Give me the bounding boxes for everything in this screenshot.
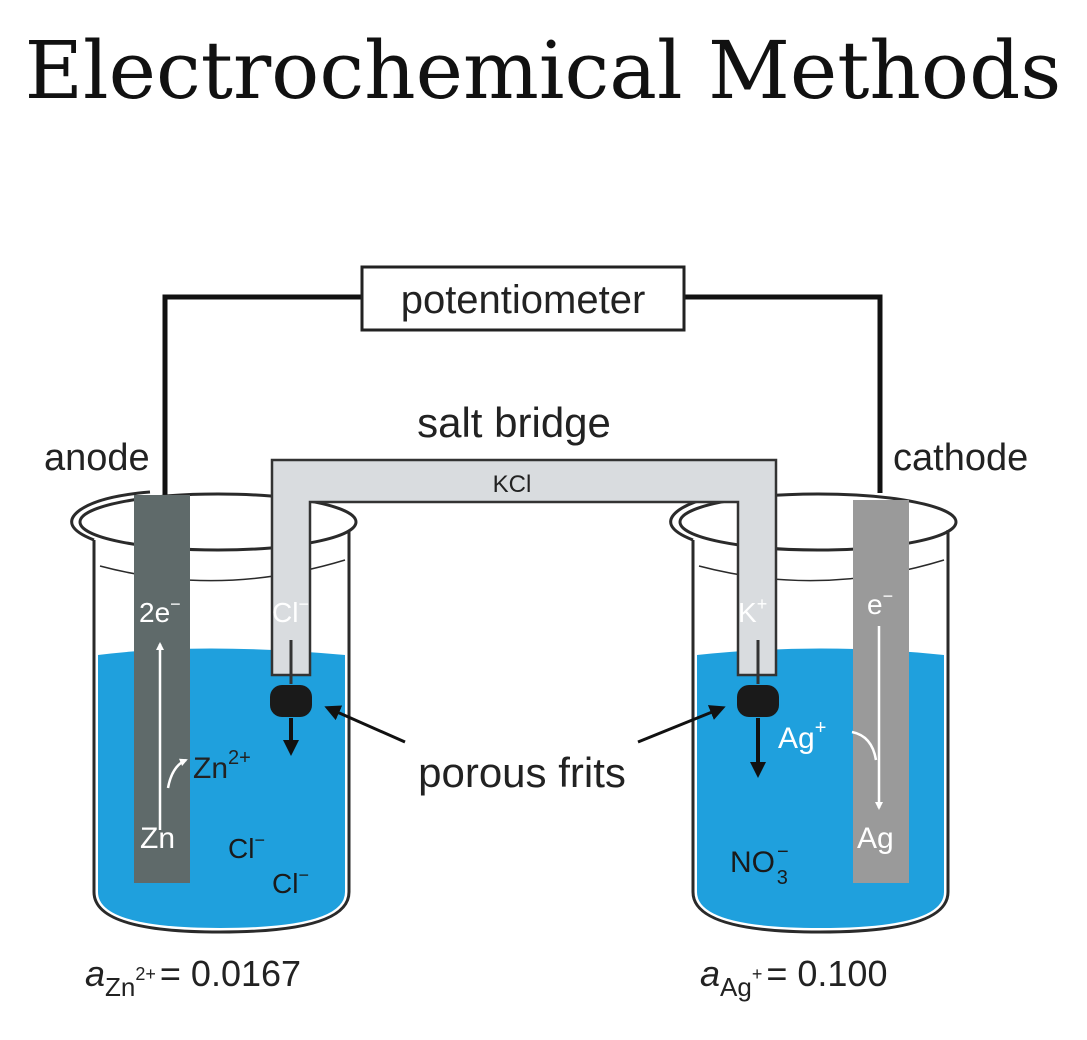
cathode-activity-label: aAg+= 0.100	[700, 953, 887, 1002]
anode-porous-frit	[270, 685, 312, 717]
cathode-anion-label: NO−3	[730, 841, 789, 889]
cathode-porous-frit	[737, 685, 779, 717]
anode-anion-2: Cl−	[272, 865, 309, 899]
anode-bridge-ion-label: Cl−	[272, 594, 309, 628]
anode-anion-1: Cl−	[228, 830, 265, 864]
anode-electrode	[134, 495, 190, 883]
anode-electron-label: 2e−	[139, 594, 181, 628]
cathode-ion-label: Ag+	[778, 717, 826, 755]
salt-bridge: KCl salt bridge	[270, 399, 778, 677]
porous-frits-pointer-left	[324, 705, 406, 744]
cathode-label: cathode	[893, 437, 1028, 479]
anode-wire	[162, 294, 362, 507]
potentiometer-label: potentiometer	[401, 278, 646, 322]
anode-ion-label: Zn2+	[193, 747, 251, 785]
kcl-label: KCl	[493, 471, 532, 498]
salt-bridge-label: salt bridge	[417, 399, 611, 446]
cathode-electrode	[853, 500, 909, 883]
anode-metal-label: Zn	[140, 822, 175, 855]
porous-frits-pointer-right	[637, 705, 726, 744]
cathode-wire	[684, 294, 883, 493]
anode-zn-arrow	[166, 758, 188, 789]
anode-label: anode	[44, 437, 150, 479]
cathode-ag-arrow	[851, 730, 878, 761]
cathode-electron-label: e−	[867, 586, 893, 620]
cathode-metal-label: Ag	[857, 822, 894, 855]
cathode-beaker	[669, 490, 958, 934]
page-title: Electrochemical Methods	[25, 24, 1062, 117]
anode-beaker	[70, 490, 358, 934]
anode-activity-label: aZn2+= 0.0167	[85, 953, 301, 1002]
potentiometer: potentiometer	[360, 265, 686, 332]
porous-frits-label: porous frits	[418, 749, 626, 796]
cathode-bridge-ion-label: K+	[738, 594, 767, 628]
